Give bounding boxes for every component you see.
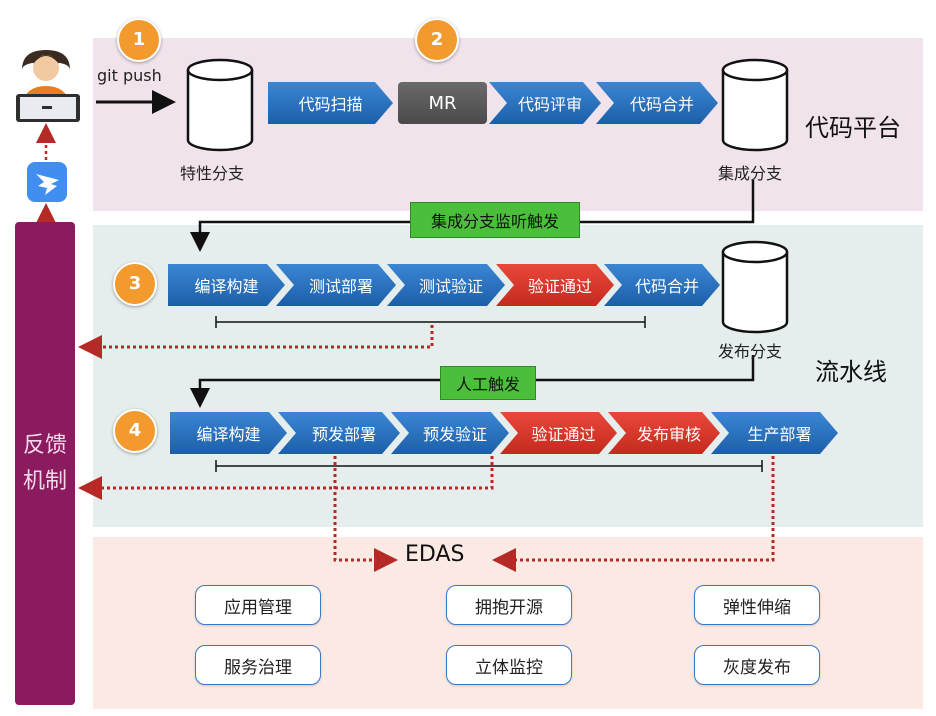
developer-icon: [16, 50, 80, 122]
test-verify-step: 测试验证: [387, 264, 505, 306]
git-push-label: git push: [97, 66, 162, 85]
release-branch-label: 发布分支: [718, 342, 783, 361]
dingtalk-icon: [27, 162, 67, 202]
feedback-arrow-2: [78, 456, 494, 500]
mr-step: MR: [398, 82, 487, 124]
database-icon: [186, 58, 254, 152]
feedback-arrow-1: [78, 325, 434, 359]
database-icon: [721, 240, 789, 334]
pre-deploy-step: 预发部署: [278, 412, 400, 454]
edas-title: EDAS: [405, 542, 465, 567]
build-step-2: 编译构建: [170, 412, 287, 454]
edas-arrow-right: [492, 456, 775, 572]
feature-app-management: 应用管理: [195, 585, 321, 625]
feedback-mechanism: 反馈 机制: [15, 222, 75, 705]
code-review-step: 代码评审: [489, 82, 601, 124]
test-deploy-step: 测试部署: [276, 264, 396, 306]
feature-branch-label: 特性分支: [180, 164, 245, 183]
step-badge-1: 1: [117, 18, 161, 62]
feature-open-source: 拥抱开源: [446, 585, 572, 625]
feedback-line-2: 机制: [22, 468, 67, 494]
step-badge-2: 2: [415, 18, 459, 62]
merge-step: 代码合并: [604, 264, 720, 306]
edas-arrow-left: [333, 456, 398, 572]
feature-gray-release: 灰度发布: [694, 645, 820, 685]
database-icon: [721, 58, 789, 152]
pipeline-title: 流水线: [815, 358, 887, 386]
step-badge-4: 4: [113, 409, 157, 453]
prod-deploy-step: 生产部署: [711, 412, 838, 454]
integration-branch-label: 集成分支: [718, 164, 783, 183]
code-platform-title: 代码平台: [805, 114, 901, 142]
feature-service-governance: 服务治理: [195, 645, 321, 685]
verify-pass-step-2: 验证通过: [500, 412, 617, 454]
step-badge-3: 3: [113, 262, 157, 306]
manual-trigger-label: 人工触发: [440, 366, 536, 400]
code-merge-step: 代码合并: [596, 82, 718, 124]
verify-pass-step: 验证通过: [496, 264, 614, 306]
feature-elastic-scaling: 弹性伸缩: [694, 585, 820, 625]
pre-verify-step: 预发验证: [391, 412, 509, 454]
feedback-line-1: 反馈: [22, 433, 67, 459]
code-scan-step: 代码扫描: [268, 82, 393, 124]
feature-monitoring: 立体监控: [446, 645, 572, 685]
integration-trigger-label: 集成分支监听触发: [410, 202, 580, 238]
build-step: 编译构建: [168, 264, 285, 306]
release-review-step: 发布审核: [608, 412, 720, 454]
